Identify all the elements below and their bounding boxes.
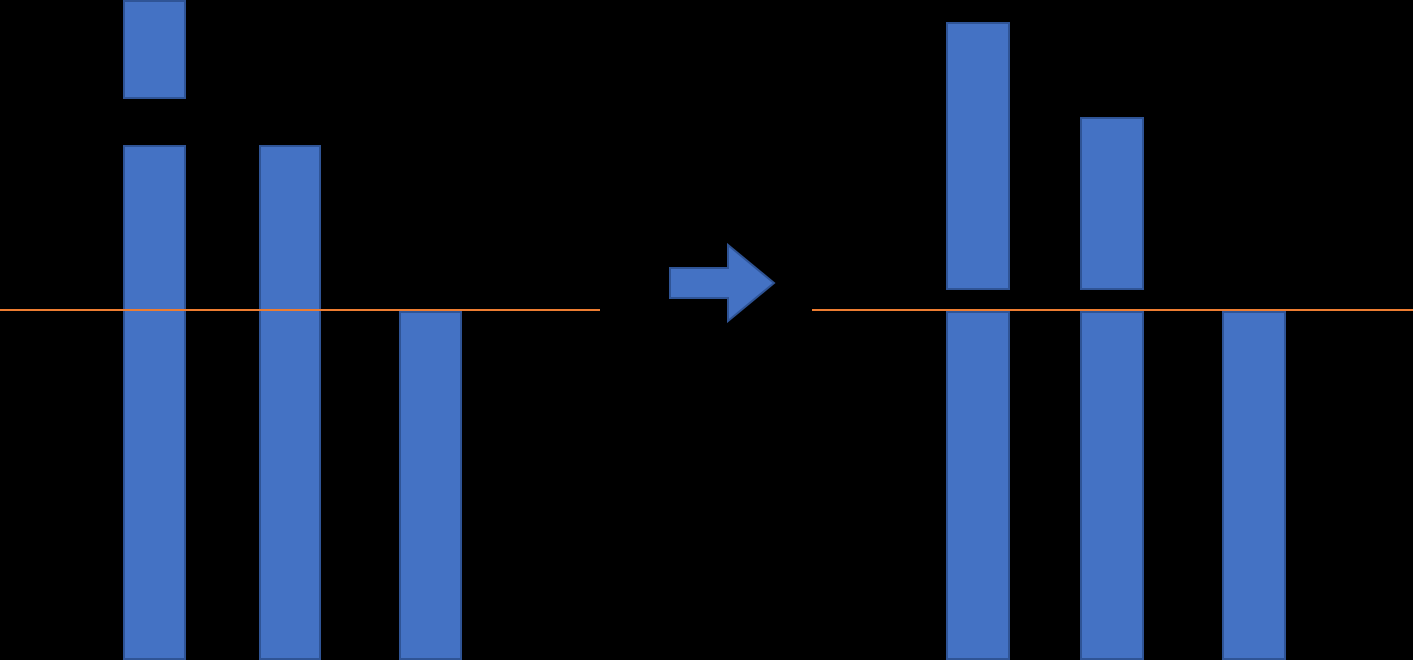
bar-category-1-main-segment[interactable]	[123, 145, 186, 660]
bar-category-2-above-baseline[interactable]	[1080, 117, 1144, 290]
bar-category-2-main-segment[interactable]	[259, 145, 321, 660]
right-arrow-icon	[666, 240, 778, 326]
zero-baseline-after	[812, 309, 1413, 311]
bar-category-1-floating-segment[interactable]	[123, 0, 186, 99]
chart-before	[0, 0, 620, 660]
chart-after	[812, 0, 1413, 660]
zero-baseline-before	[0, 309, 600, 311]
bar-category-3-below-baseline[interactable]	[1222, 311, 1286, 660]
bar-category-1-below-baseline[interactable]	[946, 311, 1010, 660]
bar-category-3-main-segment[interactable]	[399, 311, 462, 660]
bar-category-1-above-baseline[interactable]	[946, 22, 1010, 290]
bar-category-2-below-baseline[interactable]	[1080, 311, 1144, 660]
